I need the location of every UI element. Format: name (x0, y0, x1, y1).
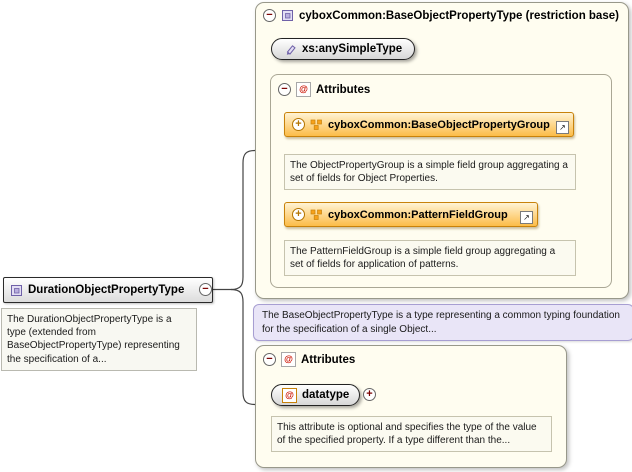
expand-toggle-icon[interactable]: + (363, 388, 376, 401)
element-node[interactable]: DurationObjectPropertyType (3, 277, 213, 303)
element-annotation: The DurationObjectPropertyType is a type… (1, 308, 197, 371)
simple-type-pill[interactable]: xs:anySimpleType (271, 38, 416, 60)
attribute-icon: @ (281, 352, 296, 367)
attribute-group-icon (310, 118, 323, 131)
group-annotation: The ObjectPropertyGroup is a simple fiel… (284, 154, 576, 191)
base-attributes-panel (270, 74, 612, 288)
goto-definition-icon[interactable]: ↗ (556, 121, 569, 134)
attribute-icon: @ (296, 82, 311, 97)
complex-type-icon (10, 284, 23, 297)
base-type-header[interactable]: − cyboxCommon:BaseObjectPropertyType (re… (263, 8, 619, 23)
group-name-label: cyboxCommon:PatternFieldGroup (328, 208, 508, 221)
base-type-title: cyboxCommon:BaseObjectPropertyType (rest… (299, 9, 619, 22)
attribute-group-icon (310, 208, 323, 221)
simple-type-label: xs:anySimpleType (302, 43, 403, 55)
expand-toggle-icon[interactable]: + (292, 118, 305, 131)
attribute-icon: @ (282, 387, 297, 403)
goto-definition-icon[interactable]: ↗ (520, 211, 533, 224)
base-attributes-header[interactable]: − @ Attributes (278, 82, 370, 97)
attributes-title: Attributes (316, 83, 371, 96)
element-attributes-header[interactable]: − @ Attributes (263, 352, 355, 367)
element-name-label: DurationObjectPropertyType (28, 284, 185, 296)
attribute-name-label: datatype (302, 389, 350, 401)
base-type-annotation: The BaseObjectPropertyType is a type rep… (253, 304, 632, 341)
group-annotation: The PatternFieldGroup is a simple field … (284, 240, 576, 277)
collapse-toggle-icon[interactable]: − (199, 283, 212, 296)
group-box-patternfieldgroup[interactable]: + cyboxCommon:PatternFieldGroup ↗ (284, 202, 538, 227)
collapse-toggle-icon[interactable]: − (278, 83, 291, 96)
group-name-label: cyboxCommon:BaseObjectPropertyGroup (328, 118, 550, 131)
collapse-toggle-icon[interactable]: − (263, 353, 276, 366)
collapse-toggle-icon[interactable]: − (263, 9, 276, 22)
expand-toggle-icon[interactable]: + (292, 208, 305, 221)
simple-type-icon (284, 43, 297, 56)
attribute-datatype-pill[interactable]: @ datatype (271, 384, 361, 406)
group-box-baseobjectpropertygroup[interactable]: + cyboxCommon:BaseObjectPropertyGroup ↗ (284, 112, 574, 137)
attribute-annotation: This attribute is optional and specifies… (271, 416, 552, 453)
complex-type-icon (281, 9, 294, 22)
attributes-title: Attributes (301, 353, 356, 366)
